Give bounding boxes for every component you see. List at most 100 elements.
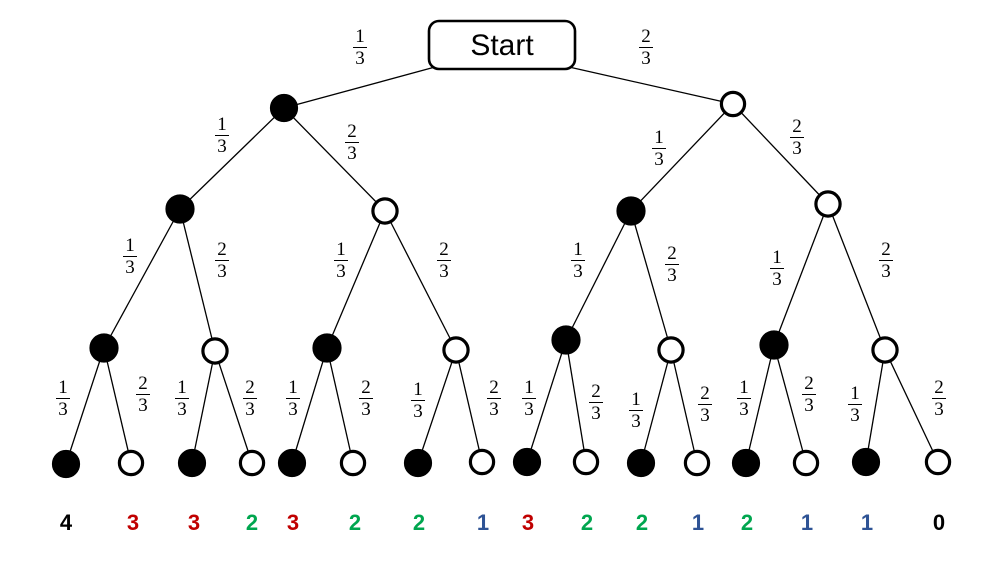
tree-node-open[interactable] [201, 337, 229, 365]
fraction-numerator: 1 [355, 26, 365, 47]
tree-node-open[interactable] [814, 190, 842, 218]
tree-node-open[interactable] [117, 449, 145, 477]
fraction-bar [345, 142, 359, 143]
fraction-bar [770, 268, 784, 269]
tree-node-open[interactable] [442, 336, 470, 364]
fraction-bar [215, 135, 229, 136]
edge-l3-n1-left [191, 350, 216, 464]
tree-node-filled[interactable] [616, 196, 646, 226]
tree-node-filled[interactable] [403, 448, 433, 478]
tree-node-filled[interactable] [551, 325, 581, 355]
fraction-numerator: 1 [654, 127, 664, 148]
tree-node-open[interactable] [683, 449, 711, 477]
tree-node-open[interactable] [339, 449, 367, 477]
tree-node-filled[interactable] [177, 448, 207, 478]
tree-node-open[interactable] [924, 448, 952, 476]
tree-node-filled[interactable] [269, 93, 299, 123]
fraction-denominator: 3 [361, 399, 371, 420]
tree-node-filled[interactable] [512, 447, 542, 477]
outcome-label: 1 [860, 510, 874, 535]
tree-node-open[interactable] [871, 336, 899, 364]
fraction-denominator: 3 [336, 261, 346, 282]
fraction-numerator: 2 [881, 239, 891, 260]
fraction-bar [737, 398, 751, 399]
fraction-numerator: 1 [58, 377, 68, 398]
fraction-bar [215, 260, 229, 261]
edge-l3-n7-right [884, 349, 939, 463]
outcome-label: 1 [691, 510, 705, 535]
tree-node-open[interactable] [238, 449, 266, 477]
tree-node-filled[interactable] [731, 448, 761, 478]
fraction-bar [487, 398, 501, 399]
fraction-bar [175, 398, 189, 399]
fraction-bar [571, 260, 585, 261]
tree-node-filled[interactable] [626, 448, 656, 478]
fraction-bar [353, 47, 367, 48]
fraction-bar [629, 410, 643, 411]
edge-l3-n5-right [670, 349, 698, 464]
tree-node-filled[interactable] [312, 333, 342, 363]
tree-node-open[interactable] [719, 90, 747, 118]
edge-root-right [568, 66, 734, 105]
fraction-denominator: 3 [804, 395, 814, 416]
edge-l3-n7-left [865, 349, 886, 463]
fraction-denominator: 3 [934, 399, 944, 420]
fraction-bar [639, 47, 653, 48]
fraction-bar [286, 398, 300, 399]
fraction-denominator: 3 [700, 405, 710, 426]
outcome-label: 2 [580, 510, 594, 535]
fraction-denominator: 3 [573, 261, 583, 282]
fraction-numerator: 1 [573, 239, 583, 260]
outcome-label: 3 [286, 510, 300, 535]
outcome-label: 2 [635, 510, 649, 535]
fraction-numerator: 2 [439, 239, 449, 260]
tree-node-open[interactable] [468, 448, 496, 476]
edge-l2-n2-left [565, 210, 632, 341]
fraction-denominator: 3 [125, 257, 135, 278]
edge-l2-n0-left [103, 208, 181, 349]
tree-node-filled[interactable] [277, 448, 307, 478]
tree-node-open[interactable] [371, 197, 399, 225]
fraction-denominator: 3 [355, 48, 365, 69]
outcome-label: 2 [740, 510, 754, 535]
tree-node-filled[interactable] [89, 333, 119, 363]
edge-l1-n0-left [179, 107, 285, 210]
tree-node-filled[interactable] [51, 449, 81, 479]
edge-l2-n1-left [326, 210, 386, 349]
outcome-label: 3 [187, 510, 201, 535]
outcome-label: 4 [59, 510, 73, 535]
edge-l1-n1-right [732, 103, 829, 205]
tree-node-filled[interactable] [165, 194, 195, 224]
fraction-numerator: 2 [489, 377, 499, 398]
tree-node-filled[interactable] [759, 330, 789, 360]
fraction-denominator: 3 [439, 261, 449, 282]
fraction-bar [359, 398, 373, 399]
tree-node-open[interactable] [657, 336, 685, 364]
fraction-bar [932, 398, 946, 399]
tree-node-filled[interactable] [851, 447, 881, 477]
fraction-numerator: 1 [850, 383, 860, 404]
start-label: Start [470, 29, 534, 62]
fraction-numerator: 2 [700, 383, 710, 404]
tree-node-open[interactable] [792, 449, 820, 477]
edge-l3-n5-left [640, 349, 672, 464]
fraction-denominator: 3 [489, 399, 499, 420]
tree-node-open[interactable] [572, 448, 600, 476]
fraction-denominator: 3 [245, 399, 255, 420]
fraction-numerator: 1 [413, 379, 423, 400]
fraction-bar [589, 402, 603, 403]
fraction-denominator: 3 [772, 269, 782, 290]
